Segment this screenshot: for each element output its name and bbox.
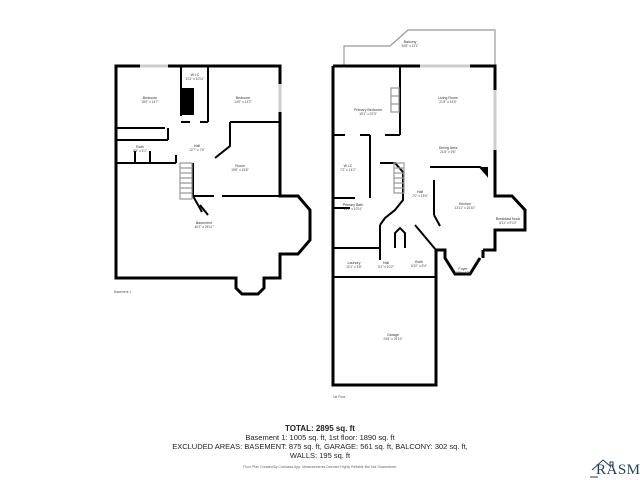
room-dims: 19'6" x 15'6": [231, 168, 248, 172]
logo-text: RASM: [596, 462, 640, 478]
first-floor-interior-walls: [333, 66, 488, 278]
first-floor-stairs: [393, 162, 405, 194]
walls-area: WALLS: 195 sq. ft: [289, 451, 351, 460]
room-dims: 13'11" x 16'10": [455, 206, 476, 210]
room-dims: 8'11" x 9'10": [499, 221, 516, 225]
room-dims: 5'11" x 10'11": [186, 77, 205, 81]
room-name: W.I.C: [191, 73, 200, 77]
house-roof-icon: [590, 459, 614, 478]
room-dims: 7'0" x 15'6": [412, 194, 428, 198]
first-floor-plan: Balcony 34'8" x 12'1" Primary Bedroom 15…: [331, 29, 527, 399]
room-name: Balcony: [404, 40, 417, 44]
floor-label: 1st Floor: [333, 395, 346, 399]
room-name: Primary Bedroom: [354, 108, 382, 112]
room-name: Basement: [196, 221, 212, 225]
room-name: Bedroom: [236, 96, 251, 100]
room-dims: 7'2" x 14'2": [340, 168, 356, 172]
room-dims: 14'1" x 10'11": [343, 207, 362, 211]
room-dims: 10'6" x 12'4": [454, 271, 471, 275]
room-name: Hall: [383, 261, 389, 265]
room-name: Living Room: [438, 96, 458, 100]
rasm-logo: RASM: [588, 456, 640, 478]
room-name: Breakfast Nook: [496, 217, 521, 221]
first-floor-outer-wall: [331, 64, 527, 387]
room-dims: 8'10" x 8'4": [411, 264, 427, 268]
room-name: Primary Bath: [343, 203, 364, 207]
room-dims: 14'0" x 14'2": [234, 100, 251, 104]
basement-interior-walls: [116, 66, 280, 216]
room-name: Bath: [415, 260, 422, 264]
room-dims: 12'7" x 7'6": [189, 148, 205, 152]
basement-outer-wall: [114, 64, 312, 296]
room-name: Garage: [387, 333, 399, 337]
room-name: Hall: [417, 190, 423, 194]
room-name: Room: [235, 164, 245, 168]
room-dims: 8'8" x 5'1": [133, 149, 147, 153]
room-name: Bedroom: [143, 96, 158, 100]
room-dims: 10'1" x 5'8": [346, 265, 362, 269]
room-dims: 15'1" x 22'3": [359, 112, 376, 116]
room-dims: 21'8" x 9'6": [440, 150, 456, 154]
room-dims: 21'8" x 14'6": [439, 100, 456, 104]
room-dims: 34'8" x 12'1": [401, 44, 418, 48]
room-dims: 15'0" x 14'7": [141, 100, 158, 104]
fireplace: [390, 87, 400, 113]
room-name: Laundry: [348, 261, 361, 265]
closet-block: [181, 88, 194, 115]
floor-label: Basement 1: [114, 290, 131, 294]
room-name: Dining Area: [439, 146, 458, 150]
room-dims: 5'1" x 10'2": [378, 265, 394, 269]
room-name: W.I.C: [344, 164, 353, 168]
credit-text: Floor Plan Created By Cubicasa App. Meas…: [243, 465, 397, 469]
basement-plan: Bedroom 15'0" x 14'7" W.I.C 5'11" x 10'1…: [114, 64, 312, 296]
excluded-areas: EXCLUDED AREAS: BASEMENT: 875 sq. ft, GA…: [172, 442, 468, 451]
total-area: TOTAL: 2895 sq. ft: [285, 424, 355, 433]
area-breakdown: Basement 1: 1005 sq. ft, 1st floor: 1890…: [245, 433, 395, 442]
room-dims: 23'6" x 23'10": [383, 337, 402, 341]
room-name: Kitchen: [459, 202, 471, 206]
room-name: Foyer: [458, 267, 468, 271]
room-dims: 46'1" x 25'11": [194, 225, 213, 229]
room-name: Hall: [194, 144, 200, 148]
room-name: Bath: [136, 145, 143, 149]
basement-stairs: [179, 162, 193, 200]
kitchen-corner: [481, 167, 488, 178]
balcony-outline: [343, 29, 496, 66]
